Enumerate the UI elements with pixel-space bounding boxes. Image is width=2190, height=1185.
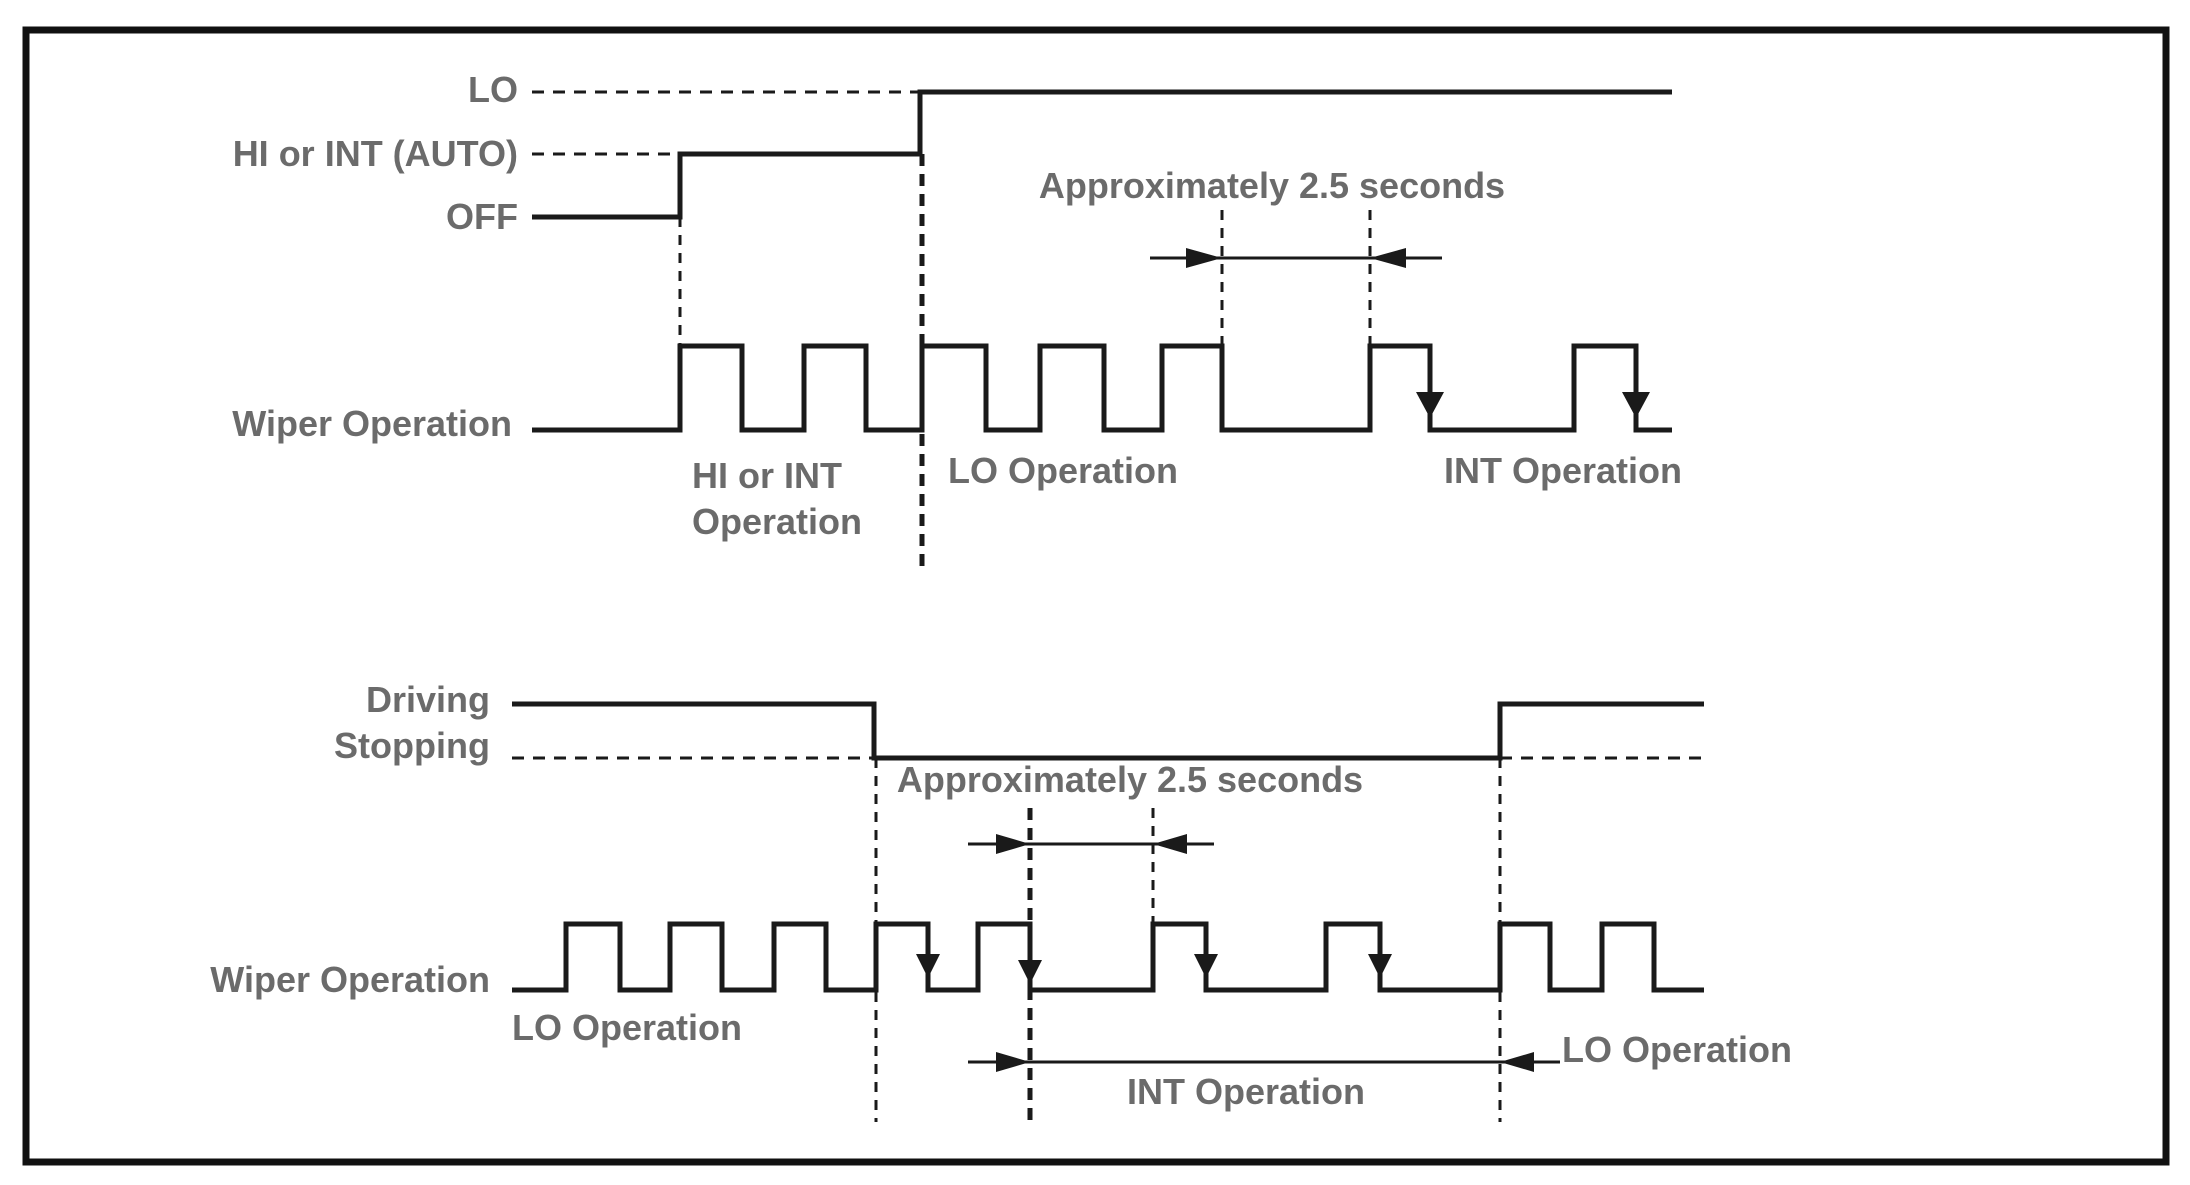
dimension-arrow-right-icon [996,834,1030,854]
dimension-arrow-right-icon [1186,248,1222,268]
wiper-waveform-top [532,343,1672,433]
dimension-arrow-right-icon [996,1052,1030,1072]
dimension-arrow-left-icon [1153,834,1187,854]
level-label-hi-int: HI or INT (AUTO) [233,133,518,174]
op-label-lo-bottom-right: LO Operation [1562,1029,1792,1070]
stop-arrow-icon [916,954,940,978]
state-label-stopping: Stopping [334,725,490,766]
dimension-arrow-left-icon [1370,248,1406,268]
stop-arrow-icon [1622,392,1650,418]
approx-seconds-label-bottom: Approximately 2.5 seconds [897,759,1363,800]
state-label-driving: Driving [366,679,490,720]
level-label-off: OFF [446,196,518,237]
level-label-lo: LO [468,69,518,110]
diagram-frame [22,26,2170,1166]
op-label-lo-top: LO Operation [948,450,1178,491]
op-label-lo-bottom-left: LO Operation [512,1007,742,1048]
wiper-operation-label-bottom: Wiper Operation [210,959,490,1000]
op-label-hi-int-line1: HI or INT [692,455,842,496]
vehicle-state-signal [512,701,1704,761]
op-label-int-bottom: INT Operation [1127,1071,1365,1112]
stop-arrow-icon [1368,954,1392,978]
op-label-int-top: INT Operation [1444,450,1682,491]
switch-position-signal [532,89,1672,220]
wiper-waveform-bottom [512,921,1704,993]
stop-arrow-icon [1194,954,1218,978]
wiper-operation-label-top: Wiper Operation [232,403,512,444]
stop-arrow-icon [1018,960,1042,984]
stop-arrow-icon [1416,392,1444,418]
dimension-arrow-left-icon [1500,1052,1534,1072]
approx-seconds-label-top: Approximately 2.5 seconds [1039,165,1505,206]
op-label-hi-int-line2: Operation [692,501,862,542]
